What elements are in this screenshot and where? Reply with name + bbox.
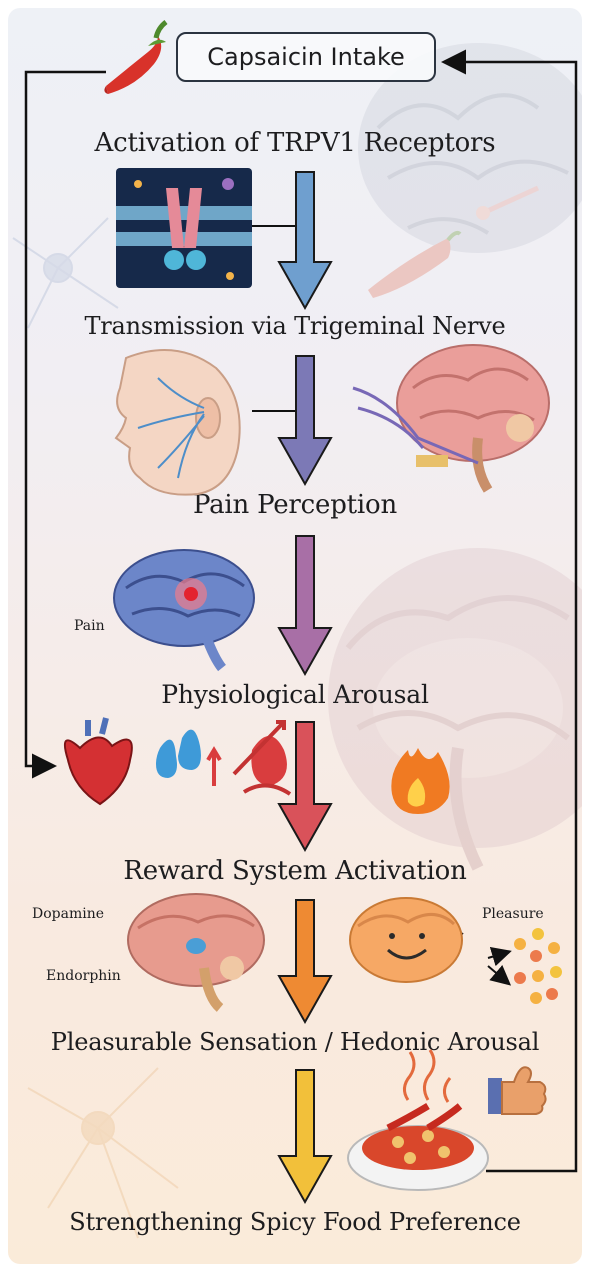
spicy-dish-icon xyxy=(348,1050,488,1190)
blood-pressure-icon xyxy=(208,722,290,794)
pleasure-particles xyxy=(514,928,562,1004)
thumbs-up-icon xyxy=(488,1067,546,1114)
water-drop-icon xyxy=(156,730,201,778)
fire-icon xyxy=(391,748,449,814)
brain-nerve-icon xyxy=(353,345,549,490)
face-nerve-icon xyxy=(116,350,240,495)
illustration-layer xyxy=(8,8,582,1264)
chili-pepper-icon xyxy=(104,22,166,94)
brain-pain-icon xyxy=(114,550,254,668)
smiling-brain-icon xyxy=(350,898,462,982)
heart-icon xyxy=(65,718,132,804)
brain-dopamine-icon xyxy=(128,894,264,1008)
trpv1-receptor-icon xyxy=(116,168,252,288)
diagram-canvas: Capsaicin Intake Activation of TRPV1 Rec… xyxy=(8,8,582,1264)
